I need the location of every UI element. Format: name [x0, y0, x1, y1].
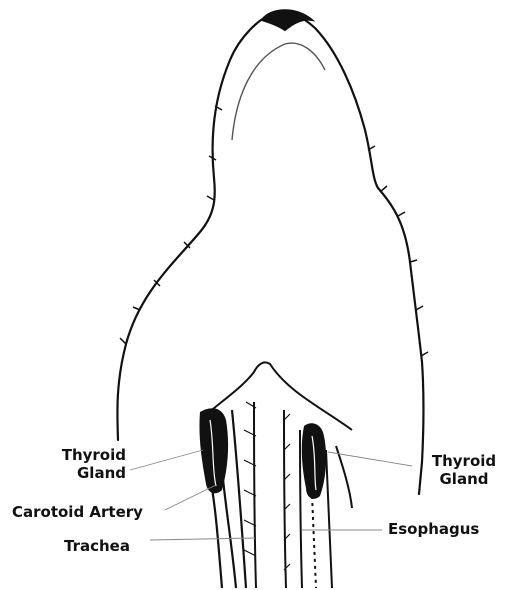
label-thyroid-left-line1: Thyroid — [24, 446, 126, 464]
label-thyroid-gland-left: Thyroid Gland — [24, 446, 126, 482]
label-esophagus-text: Esophagus — [388, 520, 479, 538]
label-trachea: Trachea — [64, 537, 130, 555]
head-outline — [117, 13, 423, 494]
label-thyroid-right-line1: Thyroid — [426, 452, 502, 470]
label-thyroid-left-line2: Gland — [24, 464, 126, 482]
fur-ticks — [120, 106, 428, 356]
nose-tip — [262, 10, 312, 30]
leader-lines — [130, 450, 412, 540]
label-thyroid-right-line2: Gland — [426, 470, 502, 488]
label-carotoid-artery: Carotoid Artery — [12, 503, 143, 521]
label-carotoid-artery-text: Carotoid Artery — [12, 503, 143, 521]
trachea — [244, 402, 290, 588]
label-trachea-text: Trachea — [64, 537, 130, 555]
label-thyroid-gland-right: Thyroid Gland — [426, 452, 502, 488]
jaw-line — [232, 43, 325, 140]
label-esophagus: Esophagus — [388, 520, 479, 538]
